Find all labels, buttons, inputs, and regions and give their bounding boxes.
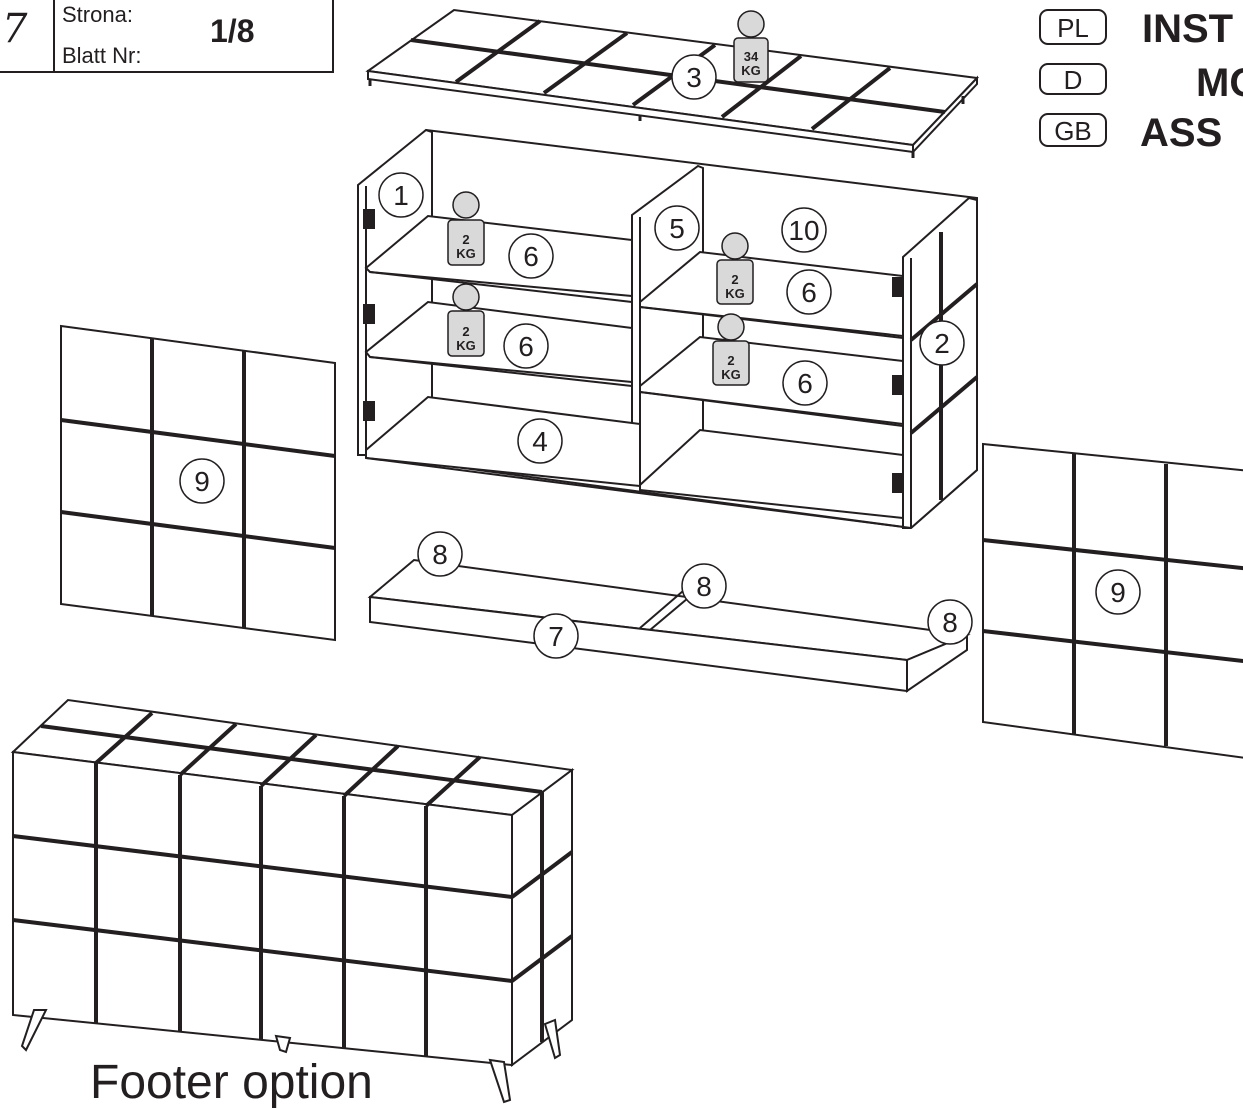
weight-shelf-left-upper-unit: KG: [456, 246, 476, 261]
footer-option-caption: Footer option: [90, 1056, 373, 1109]
page-number-box: 7 Strona: Blatt Nr: 1/8: [0, 0, 334, 73]
callout-7: [533, 613, 579, 659]
part-number-8c: 8: [942, 607, 958, 638]
part-numbers: 1 3 5 10 6 6 6 6 2 4 9 9 8 8 8 7: [194, 62, 1126, 652]
page-label-line1: Strona:: [62, 2, 133, 27]
part-number-6d: 6: [797, 368, 813, 399]
language-code-d: D: [1064, 65, 1083, 95]
callout-6b: [786, 269, 832, 315]
part-number-1: 1: [393, 180, 409, 211]
language-title-pl: INST: [1142, 7, 1233, 51]
callout-4: [517, 418, 563, 464]
callout-8a: [417, 531, 463, 577]
part-number-8b: 8: [696, 571, 712, 602]
weight-shelf-right-upper-unit: KG: [725, 286, 745, 301]
part-number-3: 3: [686, 62, 702, 93]
callout-8c: [927, 599, 973, 645]
part-number-4: 4: [532, 426, 548, 457]
part-number-6b: 6: [801, 277, 817, 308]
weight-shelf-right-upper: 2 KG: [716, 232, 754, 305]
callout-6d: [782, 360, 828, 406]
callout-8b: [681, 563, 727, 609]
callout-1: [378, 172, 424, 218]
callout-6a: [508, 233, 554, 279]
part-number-9-right: 9: [1110, 577, 1126, 608]
language-code-pl: PL: [1057, 13, 1089, 43]
weight-shelf-left-upper: 2 KG: [447, 191, 485, 266]
plinth-frame: [367, 558, 971, 693]
callout-9-right: [1095, 569, 1141, 615]
part-number-5: 5: [669, 213, 685, 244]
part-callouts: [179, 54, 1141, 659]
assembled-cabinet: [10, 698, 575, 1104]
weight-shelf-left-lower-unit: KG: [456, 338, 476, 353]
callout-3: [671, 54, 717, 100]
callout-10: [781, 207, 827, 253]
callout-2: [919, 320, 965, 366]
part-number-9-left: 9: [194, 466, 210, 497]
corner-glyph: 7: [2, 6, 28, 52]
language-list: PL INST D MO GB ASS: [1039, 7, 1243, 155]
weight-shelf-right-lower-value: 2: [727, 353, 734, 368]
weight-shelf-left-lower: 2 KG: [447, 283, 485, 357]
page-value: 1/8: [210, 13, 254, 49]
part-number-2: 2: [934, 328, 950, 359]
weight-shelf-left-lower-value: 2: [462, 324, 469, 339]
callout-9-left: [179, 458, 225, 504]
weight-shelf-right-upper-value: 2: [731, 272, 738, 287]
weight-top: 34 KG: [733, 10, 769, 83]
weight-shelf-right-lower: 2 KG: [712, 313, 750, 386]
part-number-7: 7: [548, 621, 564, 652]
callout-6c: [503, 323, 549, 369]
part-number-6c: 6: [518, 331, 534, 362]
weight-top-unit: KG: [741, 63, 761, 78]
part-number-8a: 8: [432, 539, 448, 570]
part-number-10: 10: [788, 215, 819, 246]
weight-shelf-right-lower-unit: KG: [721, 367, 741, 382]
page-label-line2: Blatt Nr:: [62, 43, 141, 68]
weight-shelf-left-upper-value: 2: [462, 232, 469, 247]
language-title-d: MO: [1196, 61, 1243, 105]
weight-top-value: 34: [744, 49, 759, 64]
language-code-gb: GB: [1054, 116, 1092, 146]
callout-5: [654, 205, 700, 251]
language-title-gb: ASS: [1140, 111, 1222, 155]
part-number-6a: 6: [523, 241, 539, 272]
